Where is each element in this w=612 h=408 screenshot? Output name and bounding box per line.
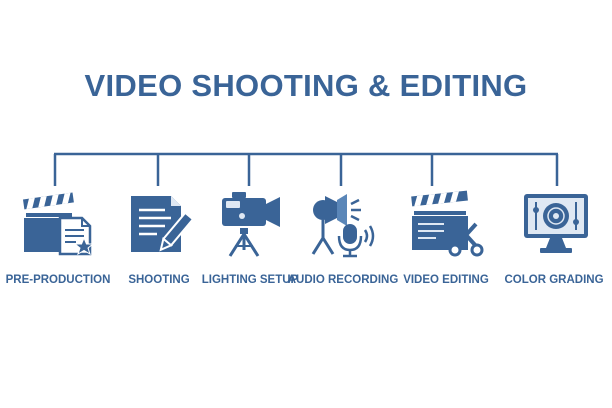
clapperboard-document-icon xyxy=(22,192,95,256)
step-label: PRE-PRODUCTION xyxy=(5,274,111,286)
diagram-title: VIDEO SHOOTING & EDITING xyxy=(84,68,528,103)
spotlight-microphone-icon xyxy=(311,194,375,258)
step-label: LIGHTING SETUP xyxy=(201,274,299,286)
step-label: SHOOTING xyxy=(128,274,190,286)
step-label: AUDIO RECORDING xyxy=(287,274,399,286)
document-pen-icon xyxy=(131,196,195,252)
camera-tripod-icon xyxy=(222,192,280,257)
clapperboard-scissors-icon xyxy=(411,190,484,257)
monitor-color-wheel-icon xyxy=(524,194,588,253)
step-label: COLOR GRADING xyxy=(504,274,604,286)
step-label: VIDEO EDITING xyxy=(403,274,489,286)
